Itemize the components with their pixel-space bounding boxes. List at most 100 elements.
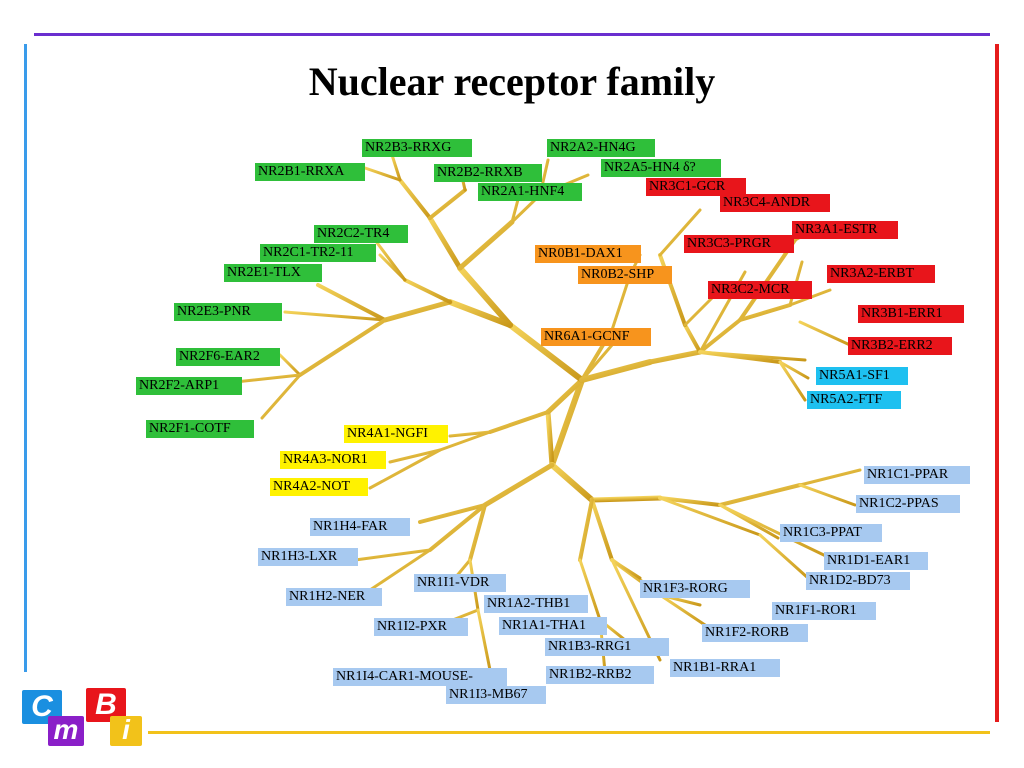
receptor-label: NR2F6-EAR2 [176,348,280,366]
tree-branch [488,410,550,434]
receptor-label: NR3C1-GCR [646,178,746,196]
receptor-label: NR1D2-BD73 [806,572,910,590]
tree-branch [698,318,742,354]
tree-branch [368,448,442,490]
tree-branch [798,468,862,487]
tree-branch [448,430,492,438]
tree-branch [738,238,797,322]
tree-branch [476,608,492,672]
tree-branch [278,353,302,377]
logo-letter-m: m [48,716,84,746]
tree-branch [698,350,807,362]
receptor-label: NR1F2-RORB [702,624,808,642]
receptor-label: NR3A2-ERBT [827,265,935,283]
receptor-label: NR2C1-TR2-11 [260,244,376,262]
receptor-label: NR5A1-SF1 [816,367,908,385]
left-divider-line [24,44,27,672]
tree-branch [718,503,832,560]
receptor-label: NR0B1-DAX1 [535,245,641,263]
tree-branch [447,299,513,328]
receptor-label: NR4A1-NGFI [344,425,448,443]
tree-branch [589,495,663,503]
tree-branch [482,462,555,508]
tree-branch [647,349,703,365]
receptor-label: NR1I4-CAR1-MOUSE- [333,668,507,686]
tree-branch [778,360,807,402]
tree-branch [457,219,515,271]
receptor-label: NR1B2-RRB2 [546,666,654,684]
tree-branch [578,558,602,622]
receptor-label: NR1A2-THB1 [484,595,588,613]
tree-branch [798,483,857,507]
receptor-label: NR2F2-ARP1 [136,377,242,395]
right-divider-line [995,44,999,722]
tree-branch [388,448,442,464]
receptor-label: NR3A1-ESTR [792,221,898,239]
tree-branch [428,503,487,552]
tree-branch [403,278,452,304]
receptor-label: NR3B2-ERR2 [848,337,952,355]
page-title: Nuclear receptor family [308,59,716,104]
receptor-label: NR1D1-EAR1 [824,552,928,570]
tree-branch [578,498,594,562]
receptor-label: NR1I1-VDR [414,574,506,592]
tree-branch [545,409,555,468]
receptor-label: NR1H2-NER [286,588,382,606]
receptor-label: NR1C3-PPAT [780,524,882,542]
tree-branch [382,299,453,323]
tree-branch [580,343,614,382]
tree-branch [683,323,702,354]
tree-branch [549,462,595,503]
receptor-label: NR1C2-PPAS [856,495,960,513]
tree-branch [316,283,387,322]
receptor-label: NR2A2-HN4G [547,139,655,157]
receptor-label: NR3C4-ANDR [720,194,830,212]
tree-branch [778,360,810,380]
receptor-label: NR1I2-PXR [374,618,468,636]
tree-branch [418,503,487,524]
tree-branch [438,430,492,452]
tree-branch [457,265,513,328]
tree-branch [233,373,302,384]
tree-branch [378,253,407,282]
receptor-label: NR2E1-TLX [224,264,322,282]
top-divider-line [34,33,990,36]
tree-branch [390,153,402,182]
tree-branch [579,359,653,383]
receptor-label: NR1H4-FAR [310,518,410,536]
tree-branch [468,503,487,562]
tree-branch [718,483,802,507]
receptor-label: NR6A1-GCNF [541,328,651,346]
tree-branch [368,548,432,592]
cmbi-logo: C m B i [18,688,148,750]
receptor-label: NR3C3-PRGR [684,235,794,253]
receptor-label: NR1F3-RORG [640,580,750,598]
bottom-divider-line [148,731,990,734]
receptor-label: NR1I3-MB67 [446,686,546,704]
tree-branch [758,533,810,580]
tree-branch [260,373,302,420]
tree-branch [298,318,387,377]
receptor-label: NR5A2-FTF [807,391,901,409]
tree-branch [738,303,792,322]
tree-branch [798,320,852,347]
logo-letter-b: B [86,688,126,722]
receptor-label: NR2B1-RRXA [255,163,365,181]
tree-branch [283,310,387,322]
tree-branch [545,377,585,415]
tree-branch [398,178,432,220]
tree-branch [427,215,463,271]
receptor-label: NR1B3-RRG1 [545,638,669,656]
logo-letter-c: C [22,690,62,724]
receptor-label: NR2A5-HN4 δ? [601,159,721,177]
tree-branch [507,322,585,383]
receptor-label: NR2F1-COTF [146,420,254,438]
receptor-label: NR4A3-NOR1 [280,451,386,469]
receptor-label: NR1C1-PPAR [864,466,970,484]
receptor-label: NR2A1-HNF4 [478,183,582,201]
receptor-label: NR2B2-RRXB [434,164,542,182]
tree-branch [353,548,432,562]
tree-branch [610,273,632,332]
tree-branch [363,166,402,182]
